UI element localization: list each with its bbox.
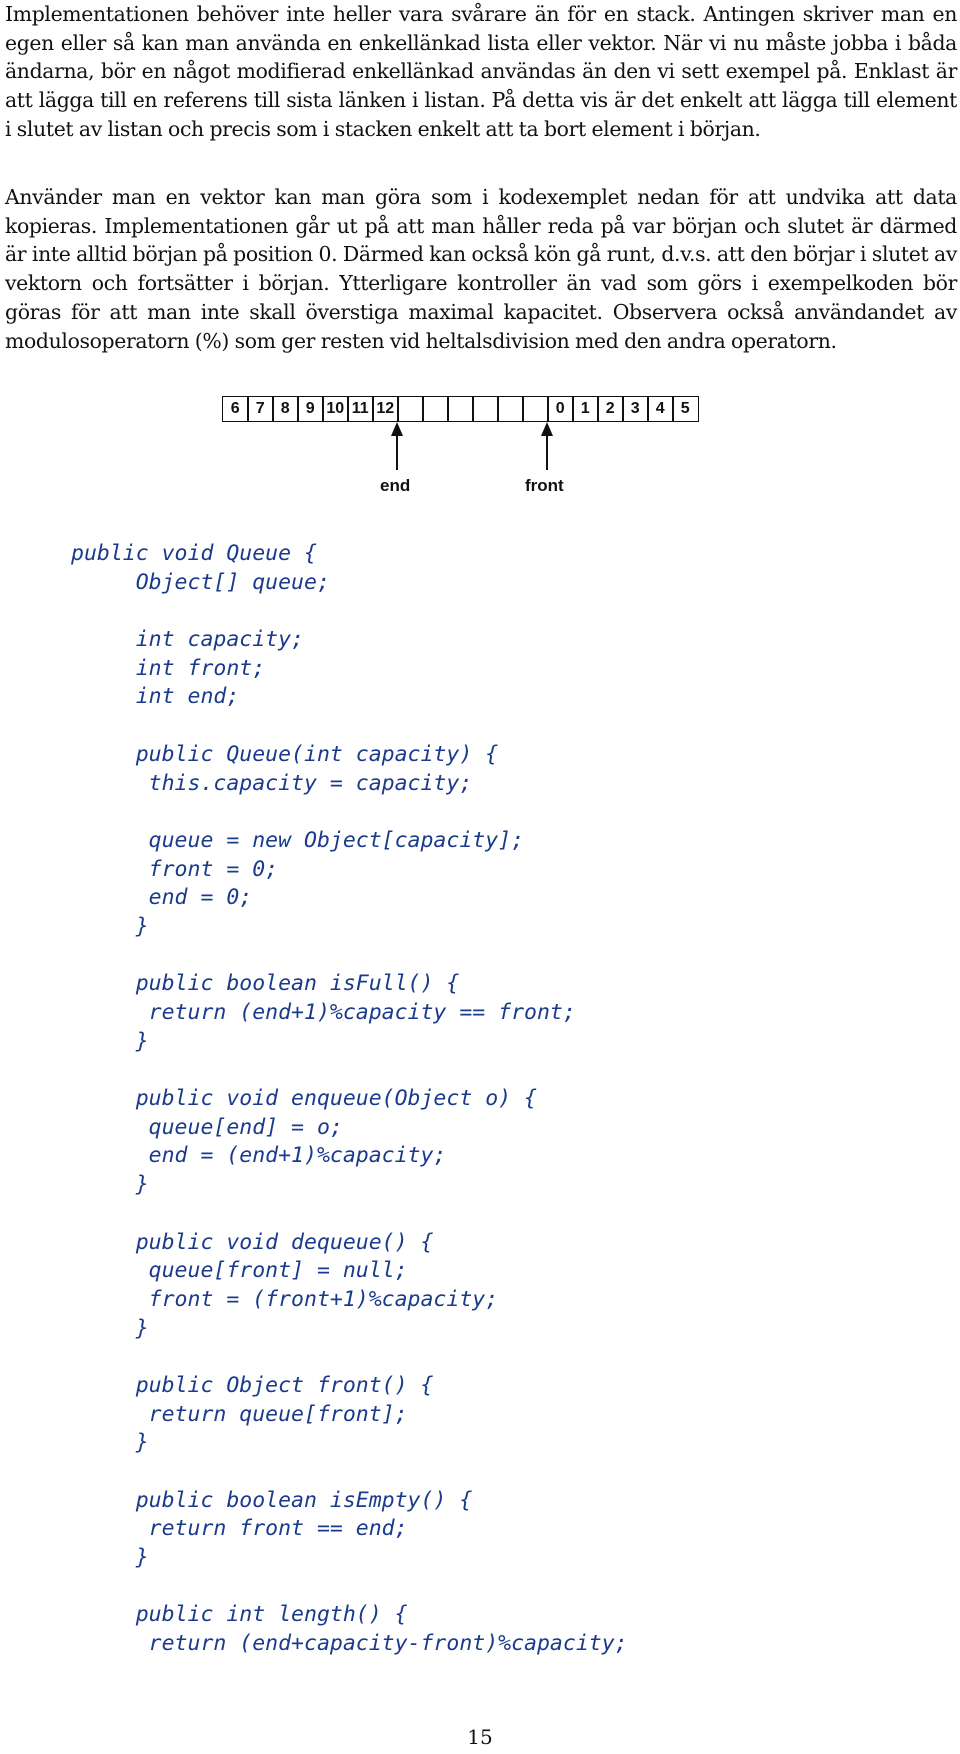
code-line: int capacity;	[71, 627, 304, 653]
code-line: return (end+1)%capacity == front;	[71, 1000, 576, 1025]
buffer-cell: 9	[297, 396, 324, 422]
front-arrow-icon	[541, 422, 553, 470]
code-line: end = 0;	[71, 885, 253, 911]
vector-paragraph: Använder man en vektor kan man göra som …	[5, 185, 957, 353]
buffer-cell-empty	[522, 396, 549, 422]
code-line: front = (front+1)%capacity;	[71, 1286, 499, 1312]
buffer-cell: 7	[247, 396, 274, 422]
code-line: public Object front() {	[71, 1372, 434, 1398]
code-line: end = (end+1)%capacity;	[71, 1143, 447, 1169]
buffer-cell-empty	[472, 396, 499, 422]
code-line: int front;	[71, 655, 266, 681]
buffer-cell: 1	[572, 396, 599, 422]
end-label: end	[380, 476, 411, 495]
page-number: 15	[467, 1725, 493, 1749]
buffer-cell: 2	[597, 396, 624, 422]
queue-code-listing: public void Queue { Object[] queue; int …	[71, 540, 951, 1659]
code-line: public int length() {	[71, 1602, 408, 1628]
buffer-cell: 12	[372, 396, 399, 422]
code-line	[71, 1343, 951, 1372]
code-line: queue[end] = o;	[71, 1114, 343, 1140]
buffer-cell-empty	[397, 396, 424, 422]
code-line	[71, 798, 951, 827]
code-line	[71, 597, 951, 626]
code-line: this.capacity = capacity;	[71, 770, 473, 796]
code-line: queue = new Object[capacity];	[71, 827, 525, 853]
code-line: }	[71, 1430, 149, 1456]
intro-paragraph: Implementationen behöver inte heller var…	[5, 2, 957, 141]
buffer-cell-empty	[497, 396, 524, 422]
buffer-cell: 4	[647, 396, 674, 422]
end-arrow-icon	[391, 422, 403, 470]
buffer-cell: 6	[222, 396, 249, 422]
buffer-cell: 3	[622, 396, 649, 422]
buffer-cell: 0	[547, 396, 574, 422]
buffer-cell-empty	[447, 396, 474, 422]
code-line: public boolean isEmpty() {	[71, 1487, 473, 1513]
code-line: }	[71, 1028, 149, 1054]
code-line: return (end+capacity-front)%capacity;	[71, 1631, 628, 1657]
code-line	[71, 712, 951, 741]
code-line	[71, 1458, 951, 1487]
front-label: front	[525, 476, 564, 495]
code-line: public Queue(int capacity) {	[71, 741, 499, 767]
code-line: return queue[front];	[71, 1401, 408, 1427]
code-line: }	[71, 1172, 149, 1198]
code-line: return front == end;	[71, 1516, 408, 1542]
code-line	[71, 1056, 951, 1085]
code-line: Object[] queue;	[71, 569, 330, 595]
buffer-cell: 8	[272, 396, 299, 422]
code-line: }	[71, 1545, 149, 1571]
code-line: int end;	[71, 684, 240, 710]
code-line: queue[front] = null;	[71, 1258, 408, 1284]
buffer-cell: 10	[322, 396, 349, 422]
code-line: front = 0;	[71, 856, 279, 882]
code-line: }	[71, 1315, 149, 1341]
code-line: public void dequeue() {	[71, 1229, 434, 1255]
code-line: public void Queue {	[71, 541, 317, 566]
code-line	[71, 1573, 951, 1602]
code-line	[71, 1200, 951, 1229]
code-line: public boolean isFull() {	[71, 971, 460, 997]
buffer-cell: 11	[347, 396, 374, 422]
code-line: public void enqueue(Object o) {	[71, 1086, 537, 1112]
code-line: }	[71, 913, 149, 939]
buffer-cell: 5	[672, 396, 699, 422]
code-line	[71, 942, 951, 971]
buffer-cell-empty	[422, 396, 449, 422]
